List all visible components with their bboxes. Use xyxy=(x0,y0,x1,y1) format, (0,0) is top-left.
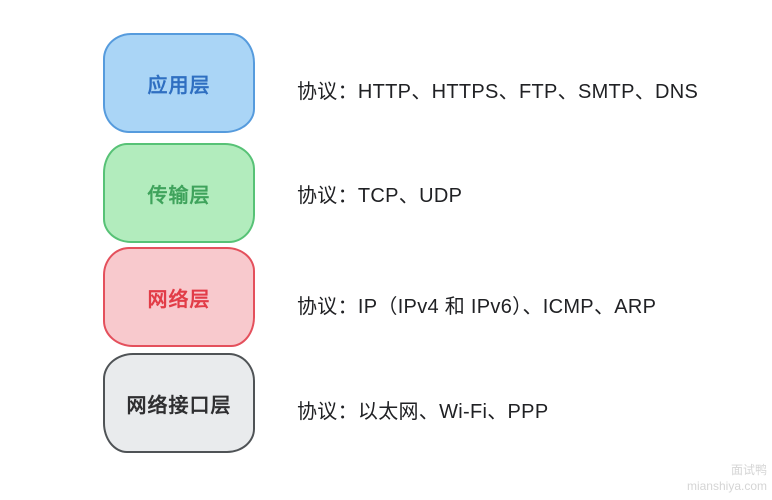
protocols-transport: 协议：TCP、UDP xyxy=(297,185,463,207)
protocols-application: 协议：HTTP、HTTPS、FTP、SMTP、DNS xyxy=(297,81,699,103)
layer-label-network: 网络层 xyxy=(147,288,211,311)
layer-box-network: 网络层 xyxy=(103,247,255,347)
watermark-site: mianshiya.com xyxy=(686,479,767,493)
watermark-brand: 面试鸭 xyxy=(730,463,767,477)
layer-label-transport: 传输层 xyxy=(147,184,211,207)
layer-label-application: 应用层 xyxy=(147,74,211,97)
layer-box-transport: 传输层 xyxy=(103,143,255,243)
layer-label-network-interface: 网络接口层 xyxy=(126,394,232,417)
layer-box-network-interface: 网络接口层 xyxy=(103,353,255,453)
watermark: 面试鸭 mianshiya.com xyxy=(687,462,767,494)
layer-box-application: 应用层 xyxy=(103,33,255,133)
protocols-network-interface: 协议：以太网、Wi-Fi、PPP xyxy=(297,401,549,423)
protocols-network: 协议：IP（IPv4 和 IPv6）、ICMP、ARP xyxy=(297,296,657,318)
